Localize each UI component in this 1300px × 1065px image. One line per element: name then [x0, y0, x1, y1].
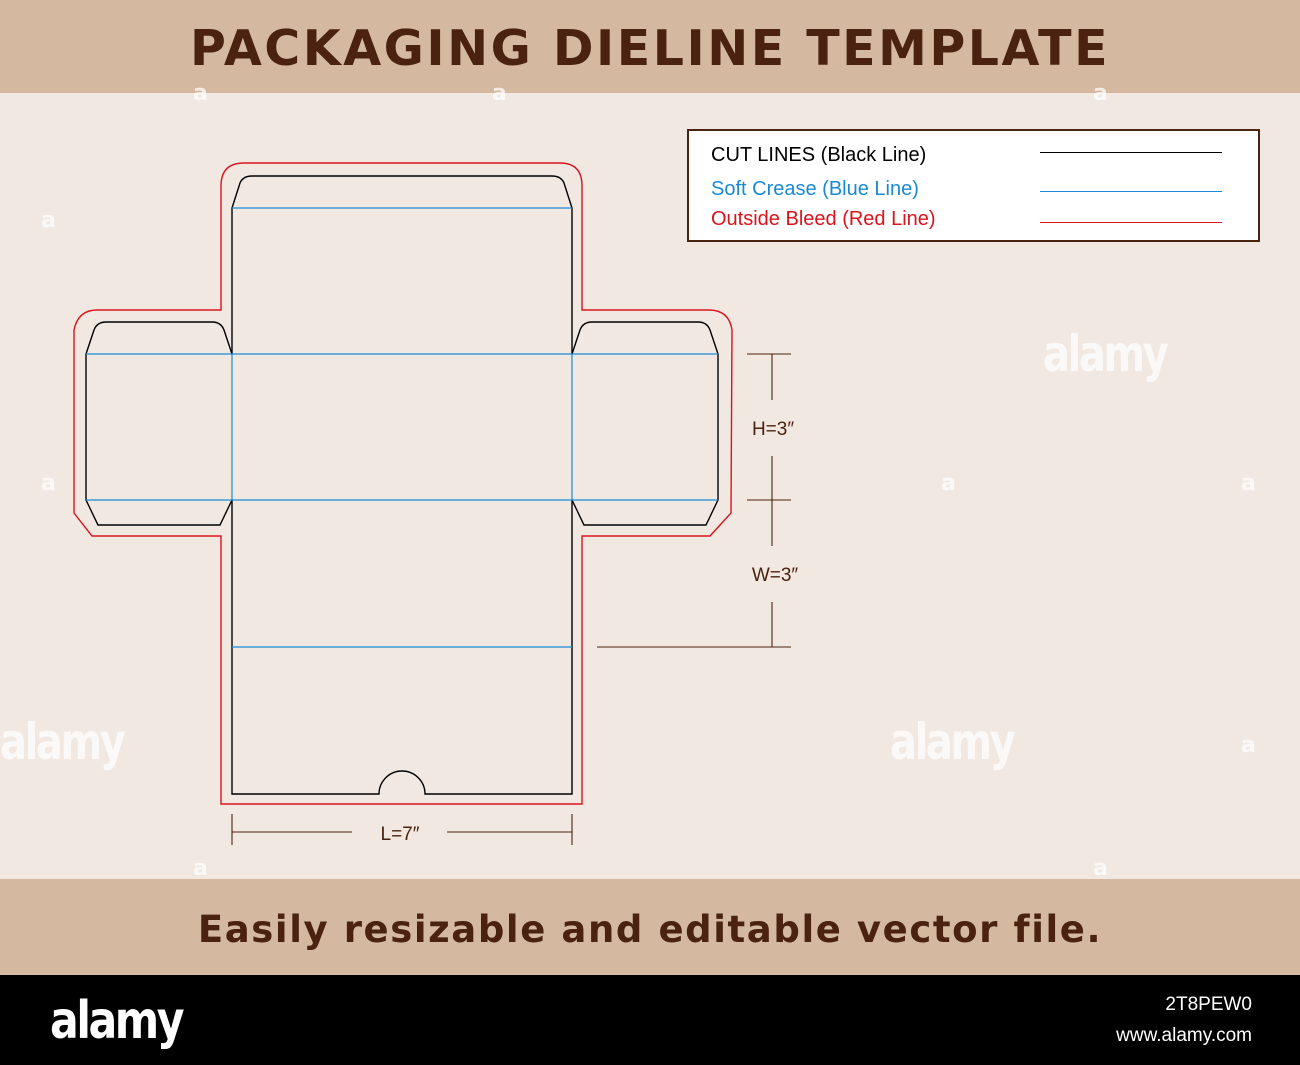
bottom-body-cut	[231, 500, 573, 795]
length-label: L=7″	[381, 824, 420, 845]
header-banner: PACKAGING DIELINE TEMPLATE	[0, 0, 1300, 93]
legend-soft-crease-label: Soft Crease (Blue Line)	[711, 178, 919, 200]
top-flap-cut	[231, 175, 573, 354]
outside-bleed-outline	[73, 162, 733, 805]
footer-banner: Easily resizable and editable vector fil…	[0, 879, 1300, 975]
stock-watermark-bar: alamy 2T8PEW0 www.alamy.com	[0, 975, 1300, 1065]
right-flap-top-cut	[571, 321, 719, 355]
legend-cut-lines-label: CUT LINES (Black Line)	[711, 144, 927, 166]
cut-lines	[85, 175, 719, 795]
legend-soft-crease-swatch	[1040, 191, 1222, 192]
line-legend: CUT LINES (Black Line) Soft Crease (Blue…	[687, 129, 1260, 242]
right-panel-cut	[571, 354, 719, 526]
stock-logo: alamy	[50, 991, 185, 1051]
dieline-drawing: H=3″ W=3″ L=7″	[73, 162, 799, 845]
left-panel-cut	[85, 354, 233, 526]
legend-cut-lines-swatch	[1040, 152, 1222, 153]
left-flap-top-cut	[85, 321, 233, 355]
image-id: 2T8PEW0	[1165, 994, 1252, 1015]
height-label: H=3″	[752, 419, 794, 440]
soft-crease-lines	[86, 207, 718, 648]
footer-tagline: Easily resizable and editable vector fil…	[197, 908, 1103, 951]
legend-outside-bleed-swatch	[1040, 222, 1222, 223]
stock-url: www.alamy.com	[1116, 1025, 1252, 1046]
legend-outside-bleed-label: Outside Bleed (Red Line)	[711, 208, 936, 230]
dimension-lines	[231, 353, 791, 845]
dieline-canvas: H=3″ W=3″ L=7″	[0, 93, 1300, 879]
width-label: W=3″	[752, 565, 799, 586]
dimension-labels: H=3″ W=3″ L=7″	[381, 419, 799, 845]
page-title: PACKAGING DIELINE TEMPLATE	[189, 20, 1111, 77]
